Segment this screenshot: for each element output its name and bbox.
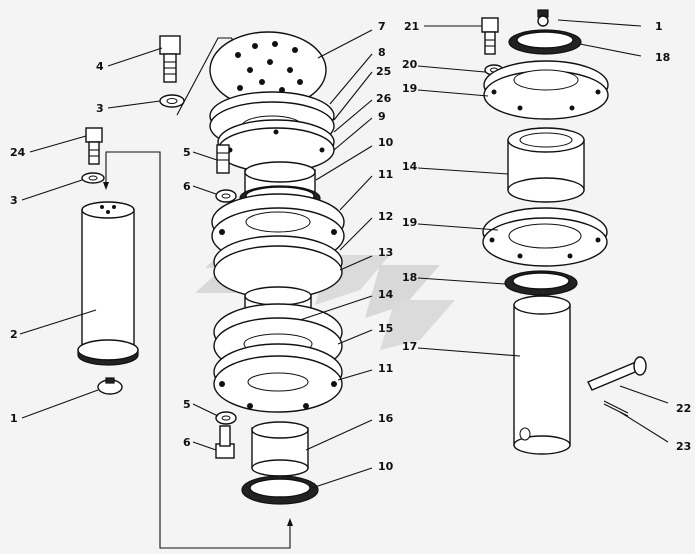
callout-22: 22 [676,402,691,415]
kingpin-17 [513,295,571,455]
callout-11-top: 11 [378,168,393,181]
callout-2: 2 [10,328,18,341]
cotter-bolt-22 [587,356,647,391]
flange-19-lower [482,207,608,267]
grease-fitting-1-left [97,377,123,395]
callout-9: 9 [378,110,386,123]
flange-13 [213,235,343,299]
callout-labels: 1 18 21 20 19 14 19 18 17 22 23 7 8 25 2… [10,20,691,473]
flange-19-top [483,60,609,120]
bushing-14-right [507,127,585,203]
callout-5-top: 5 [183,146,191,159]
callout-6-top: 6 [183,180,191,193]
callout-17: 17 [402,340,417,353]
callout-14-right: 14 [402,160,418,173]
cotter-pin-23 [603,400,629,417]
callout-8: 8 [378,46,386,59]
seal-18-top [508,29,582,55]
callout-15: 15 [378,322,393,335]
washer-3-top [159,94,185,108]
washer-3-left [81,172,105,184]
callout-10-top: 10 [378,136,394,149]
callout-18-lower: 18 [402,271,417,284]
callout-12: 12 [378,210,393,223]
callout-6-bottom: 6 [183,436,191,449]
callout-26: 26 [376,92,392,105]
callout-16: 16 [378,412,394,425]
callout-11-lower: 11 [378,362,393,375]
callout-24: 24 [10,146,26,159]
bolt-6-bottom [215,425,235,459]
callout-5-bottom: 5 [183,398,191,411]
callout-25: 25 [376,65,391,78]
callout-13: 13 [378,246,393,259]
callout-1-right: 1 [655,20,663,33]
cover-plate-7 [209,31,327,109]
flange-11-lower [213,343,343,413]
callout-19-top: 19 [402,82,417,95]
callout-20: 20 [402,58,418,71]
seal-10-bottom [241,475,319,505]
leader-lines [19,19,669,489]
callout-23: 23 [676,440,691,453]
callout-19-lower: 19 [402,216,417,229]
nut-6-top [215,189,237,203]
bushing-16 [251,421,309,477]
callout-18-top: 18 [655,51,670,64]
callout-10-bottom: 10 [378,460,394,473]
pin-2 [77,201,139,366]
callout-1-left: 1 [10,412,18,425]
callout-3-top: 3 [96,102,104,115]
callout-7: 7 [378,20,386,33]
callout-14-center: 14 [378,288,394,301]
callout-21: 21 [404,20,419,33]
bolt-4 [159,35,181,83]
seal-18-lower [504,270,578,296]
bolt-21 [481,17,499,55]
callout-3-left: 3 [10,194,18,207]
bolt-24 [85,127,103,165]
bolt-5-top [216,144,230,174]
grease-fitting-1-right [537,9,549,27]
plate-26-9 [217,119,335,173]
washer-5-bottom [215,411,237,425]
callout-4: 4 [96,60,104,73]
